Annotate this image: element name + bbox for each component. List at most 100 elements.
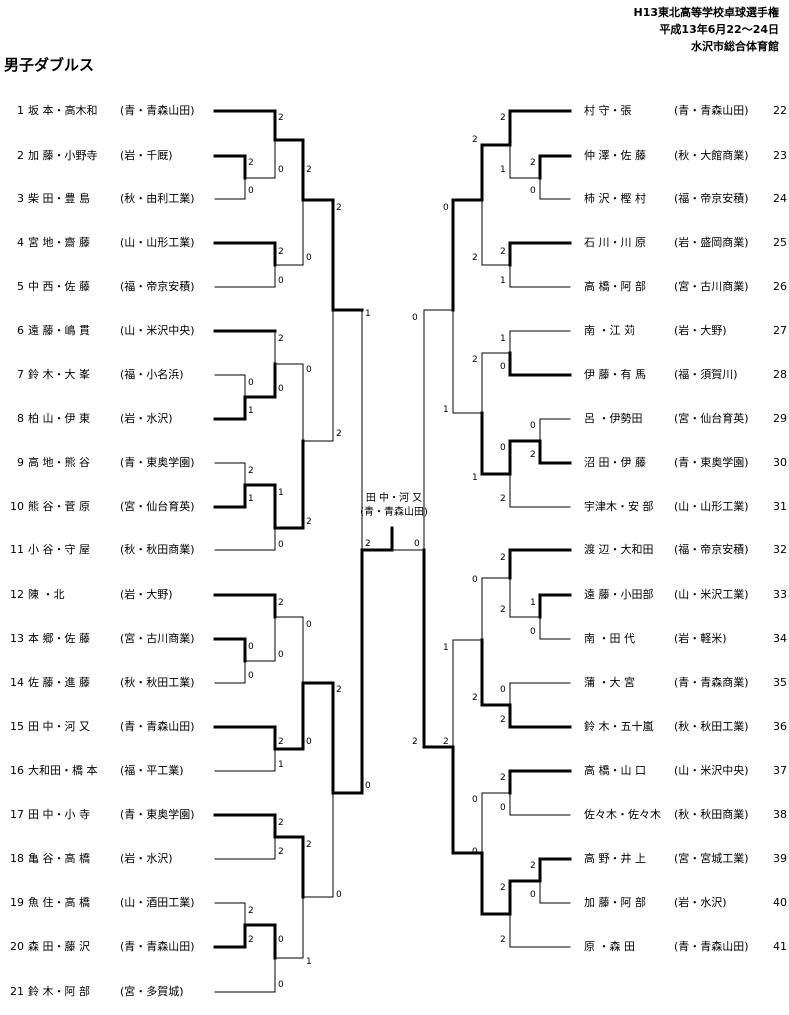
- match-score: 0: [306, 253, 312, 263]
- entry-seed: 22: [773, 104, 787, 117]
- match-score: 0: [278, 165, 284, 175]
- entry-seed: 14: [10, 676, 24, 689]
- match-score: 1: [500, 165, 506, 175]
- match-score: 0: [530, 186, 536, 196]
- entry-school: (福・帝京安積): [674, 192, 749, 205]
- entry-players: 魚 住・高 橋: [28, 896, 90, 909]
- match-score: 0: [530, 890, 536, 900]
- match-score: 2: [278, 818, 284, 828]
- entry-seed: 23: [773, 149, 787, 162]
- entry-players: 加 藤・阿 部: [584, 896, 646, 909]
- entry-players: 亀 谷・高 橋: [28, 852, 90, 865]
- entry-seed: 19: [10, 896, 24, 909]
- entry-school: (岩・水沢): [674, 896, 727, 909]
- entry-school: (山・米沢中央): [120, 324, 195, 337]
- match-score: 2: [443, 737, 449, 747]
- entry-school: (宮・古川商業): [120, 632, 195, 645]
- match-score: 0: [500, 443, 506, 453]
- entry-players: 佐 藤・進 藤: [28, 676, 90, 689]
- entry-players: 原 ・森 田: [584, 940, 635, 953]
- entry-school: (福・須賀川): [674, 368, 738, 381]
- entry-players: 柿 沢・樫 村: [584, 192, 646, 205]
- entry-players: 高 地・熊 谷: [28, 456, 90, 469]
- match-score: 2: [500, 553, 506, 563]
- entry-school: (山・山形工業): [120, 236, 195, 249]
- match-score: 2: [500, 715, 506, 725]
- match-score: 2: [278, 334, 284, 344]
- match-score: 2: [306, 840, 312, 850]
- event-title: 男子ダブルス: [4, 56, 95, 74]
- entry-school: (青・青森山田): [674, 940, 749, 953]
- match-score: 0: [248, 642, 254, 652]
- entry-players: 村 守・張: [584, 104, 632, 117]
- entry-school: (秋・秋田商業): [674, 808, 749, 821]
- entry-players: 田 中・河 又: [28, 720, 90, 733]
- tournament-venue: 水沢市総合体育館: [691, 40, 779, 53]
- entry-school: (宮・古川商業): [674, 280, 749, 293]
- match-score: 0: [472, 847, 478, 857]
- entry-players: 加 藤・小野寺: [28, 149, 98, 162]
- match-score: 2: [278, 847, 284, 857]
- match-score: 0: [306, 365, 312, 375]
- entry-row: 呂 ・伊勢田(宮・仙台育英)29: [584, 413, 787, 425]
- entry-school: (青・青森山田): [120, 104, 195, 117]
- entry-players: 南 ・江 苅: [584, 324, 635, 337]
- match-score: 2: [248, 935, 254, 945]
- match-score: 1: [248, 406, 254, 416]
- match-score: 0: [278, 276, 284, 286]
- match-score: 2: [530, 450, 536, 460]
- entry-seed: 1: [17, 104, 24, 117]
- entry-seed: 27: [773, 324, 787, 337]
- match-score: 2: [500, 605, 506, 615]
- match-score: 2: [412, 737, 418, 747]
- entry-school: (岩・水沢): [120, 852, 173, 865]
- entry-school: (宮・仙台育英): [120, 500, 195, 513]
- entry-seed: 24: [773, 192, 787, 205]
- entry-row: 高 橋・阿 部(宮・古川商業)26: [584, 281, 787, 293]
- entry-seed: 2: [17, 149, 24, 162]
- match-score: 2: [530, 861, 536, 871]
- match-score: 2: [500, 247, 506, 257]
- entry-players: 鈴 木・五十嵐: [584, 720, 654, 733]
- match-score: 0: [472, 575, 478, 585]
- match-score: 2: [472, 135, 478, 145]
- entry-seed: 21: [10, 985, 24, 998]
- entry-seed: 38: [773, 808, 787, 821]
- match-score: 0: [306, 737, 312, 747]
- entry-row: 遠 藤・小田部(山・米沢工業)33: [584, 589, 787, 601]
- match-score: 1: [278, 488, 284, 498]
- entry-school: (青・東奥学園): [120, 808, 195, 821]
- entry-seed: 8: [17, 412, 24, 425]
- entry-school: (山・米沢中央): [674, 764, 749, 777]
- match-score: 0: [248, 378, 254, 388]
- entry-seed: 30: [773, 456, 787, 469]
- entry-school: (宮・仙台育英): [674, 412, 749, 425]
- entry-row: 渡 辺・大和田(福・帝京安積)32: [584, 544, 787, 556]
- match-score: 1: [248, 494, 254, 504]
- entry-players: 鈴 木・大 峯: [28, 368, 90, 381]
- entry-players: 本 郷・佐 藤: [28, 632, 90, 645]
- entry-players: 佐々木・佐々木: [584, 808, 661, 821]
- entry-school: (岩・大野): [120, 588, 173, 601]
- entry-row: 加 藤・阿 部(岩・水沢)40: [584, 897, 787, 909]
- match-score: 2: [336, 203, 342, 213]
- entry-seed: 15: [10, 720, 24, 733]
- champion-name: 田 中・河 又: [365, 493, 423, 504]
- match-score: 2: [278, 598, 284, 608]
- match-score: 2: [500, 935, 506, 945]
- match-score: 2: [500, 113, 506, 123]
- entry-seed: 28: [773, 368, 787, 381]
- match-score: 1: [500, 276, 506, 286]
- match-score: 2: [336, 429, 342, 439]
- entry-players: 遠 藤・嶋 貫: [28, 324, 90, 337]
